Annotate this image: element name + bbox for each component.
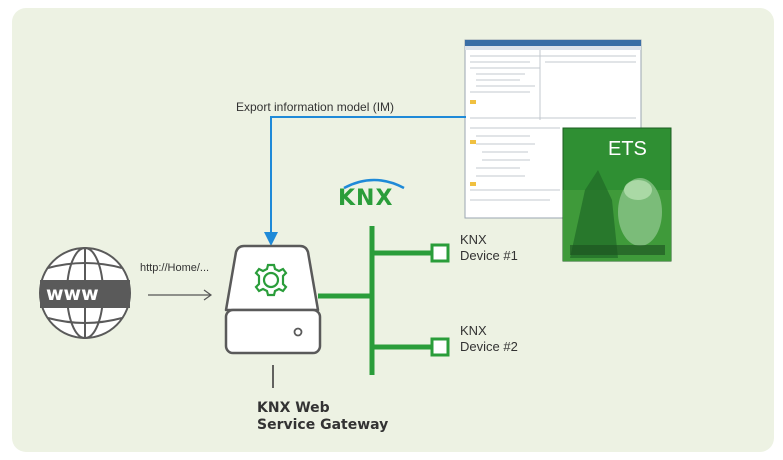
url-label: http://Home/... <box>140 262 210 274</box>
device1-label: KNX Device #1 <box>460 232 518 264</box>
device2-port <box>430 337 450 357</box>
device2-label-line1: KNX <box>460 323 487 338</box>
ets-box-image <box>562 127 672 262</box>
www-text: www <box>46 283 99 305</box>
www-band <box>40 280 130 308</box>
export-label: Export information model (IM) <box>236 100 395 114</box>
knx-logo: KNX <box>338 186 394 211</box>
export-arrowhead <box>264 232 278 246</box>
gear-icon <box>254 263 288 297</box>
gateway-title-line2: Service Gateway <box>257 417 389 433</box>
knx-bus <box>318 226 432 375</box>
device1-label-line1: KNX <box>460 232 487 247</box>
device2-label-line2: Device #2 <box>460 339 518 354</box>
url-arrow <box>148 289 213 301</box>
gateway-title-line1: KNX Web <box>257 400 330 416</box>
export-arrow <box>270 116 466 232</box>
device1-label-line2: Device #1 <box>460 248 518 263</box>
device1-port <box>430 243 450 263</box>
device2-label: KNX Device #2 <box>460 323 518 355</box>
gateway-title: KNX Web Service Gateway <box>257 400 388 434</box>
server-icon <box>224 244 322 355</box>
knx-logo-arc <box>343 178 405 190</box>
ets-logo-text: ETS <box>608 138 647 160</box>
